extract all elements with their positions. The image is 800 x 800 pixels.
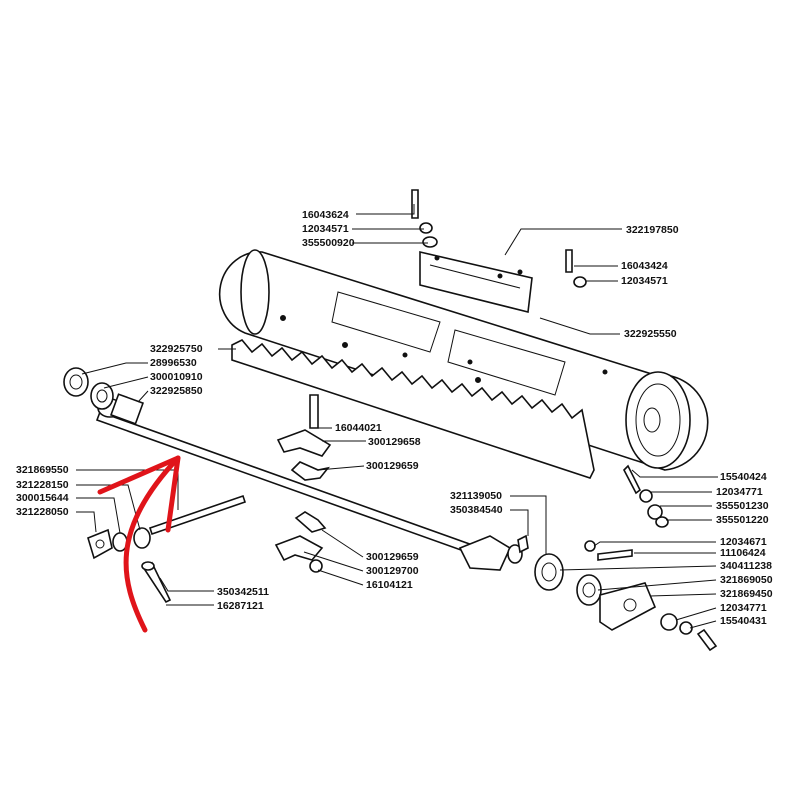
part-label: 15540431 (720, 615, 767, 627)
loose-rod (148, 494, 247, 536)
part-label: 321869450 (720, 588, 773, 600)
part-label: 300129659 (366, 460, 419, 472)
part-label: 300010910 (150, 371, 203, 383)
toothed-blade (231, 339, 595, 479)
part-label: 350384540 (450, 504, 503, 516)
part-label: 322925550 (624, 328, 677, 340)
left-bearing-top (63, 367, 114, 410)
part-label: 12034571 (302, 223, 349, 235)
part-label: 12034771 (720, 602, 767, 614)
red-annotation-arrow (97, 455, 181, 633)
part-label: 322925750 (150, 343, 203, 355)
part-label: 16044021 (335, 422, 382, 434)
part-label: 322925850 (150, 385, 203, 397)
part-label: 321869050 (720, 574, 773, 586)
part-label: 322197850 (626, 224, 679, 236)
centre-clamps (274, 394, 332, 573)
part-label: 321139050 (450, 490, 502, 502)
top-bracket (419, 250, 533, 313)
part-label: 16043424 (621, 260, 668, 272)
part-label: 12034771 (716, 486, 763, 498)
part-label: 300129658 (368, 436, 421, 448)
left-lower-parts (87, 527, 172, 604)
part-label: 28996530 (150, 357, 197, 369)
part-label: 11106424 (720, 547, 766, 559)
right-shaft-end (458, 534, 657, 631)
part-label: 321228050 (16, 506, 69, 518)
part-label: 355500920 (302, 237, 355, 249)
part-label: 300015644 (16, 492, 69, 504)
top-bolts (411, 189, 587, 288)
part-labels: 16043624 12034571 355500920 322197850 16… (16, 209, 773, 627)
part-label: 16043624 (302, 209, 349, 221)
part-label: 355501230 (716, 500, 769, 512)
leader-lines (76, 204, 718, 629)
part-label: 16104121 (366, 579, 413, 591)
part-label: 340411238 (720, 560, 772, 572)
part-label: 321869550 (16, 464, 69, 476)
part-label: 300129659 (366, 551, 419, 563)
drum (218, 249, 709, 471)
part-label: 15540424 (720, 471, 767, 483)
part-label: 300129700 (366, 565, 419, 577)
right-fasteners (623, 464, 718, 652)
part-label: 355501220 (716, 514, 769, 526)
part-label: 321228150 (16, 479, 69, 491)
part-label: 350342511 (217, 586, 269, 598)
part-label: 12034571 (621, 275, 668, 287)
part-label: 16287121 (217, 600, 264, 612)
part-label: 12034671 (720, 536, 767, 548)
